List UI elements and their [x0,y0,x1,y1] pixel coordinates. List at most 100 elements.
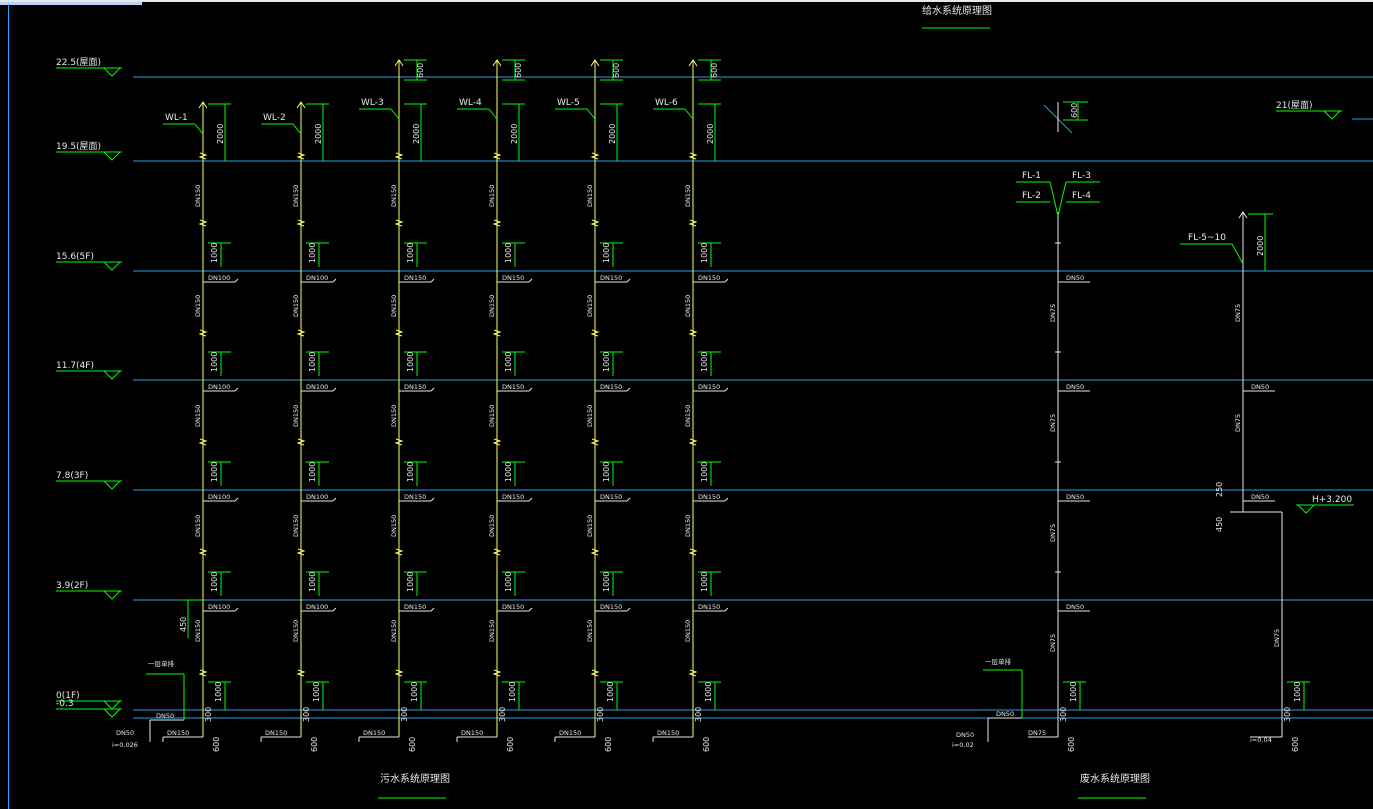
dn-branch-label: DN50 [1066,493,1084,501]
dn-outlet-label: DN150 [461,729,483,737]
height-note: H+3.200 [1312,495,1352,505]
fl-group-label: FL-5~10 [1188,233,1226,243]
level-label: 7.8(3F) [56,471,88,481]
dim-1000: 1000 [700,243,709,263]
dn-riser-label: DN150 [390,405,398,427]
dim-1000: 1000 [602,462,611,482]
zigzag-mark [590,438,600,446]
zigzag-mark [198,669,208,677]
dim-600: 600 [702,737,711,752]
dim-1000: 1000 [602,572,611,592]
dim-600: 600 [1067,737,1076,752]
vent-cap [590,59,600,67]
dim-1000: 1000 [406,243,415,263]
fl-label: FL-1 [1022,171,1041,181]
wl-leader [292,123,302,135]
dn-branch-label: DN150 [404,274,426,282]
vent-cap [1238,211,1248,219]
dn-outlet-label: DN50 [956,731,974,739]
dim-1000: 1000 [508,682,517,702]
dn-outlet-label: DN150 [265,729,287,737]
dim-450: 450 [1215,517,1224,532]
dn-riser-label: DN150 [586,185,594,207]
branch-pipe [234,497,239,502]
dim-1000: 1000 [410,682,419,702]
branch-pipe [724,607,729,612]
branch-pipe [626,278,631,283]
dn-riser-label: DN150 [488,405,496,427]
window-tab [0,2,142,5]
zigzag-mark [296,438,306,446]
vent-cap [296,101,306,109]
dn-branch-label: DN150 [600,383,622,391]
dim-600: 600 [514,63,523,78]
zigzag-mark [198,329,208,337]
dn-riser-label: DN150 [194,295,202,317]
title-water-supply: 给水系统原理图 [922,4,992,17]
dn-branch-label: DN100 [208,383,230,391]
dn-outlet-label: DN50 [116,729,134,737]
dim-1000: 1000 [700,352,709,372]
zigzag-mark [394,548,404,556]
wl-leader [488,108,498,120]
wl-leader [194,123,204,135]
dn-riser-label: DN150 [194,515,202,537]
level-marker [103,67,121,77]
dim-600: 600 [212,737,221,752]
zigzag-mark [296,669,306,677]
dn-outlet-label: DN75 [1028,729,1046,737]
fl-leader [1231,243,1244,265]
dim-2000: 2000 [314,124,323,144]
dn-branch-label: DN100 [208,603,230,611]
zigzag-mark [198,438,208,446]
dn-branch-label: DN150 [502,603,524,611]
zigzag-mark [492,329,502,337]
dim-600: 600 [416,63,425,78]
dn-branch-label: DN100 [306,603,328,611]
dim-2000: 2000 [1256,236,1265,256]
dn-branch-label: DN150 [404,493,426,501]
zigzag-mark [688,438,698,446]
dim-600: 600 [506,737,515,752]
dn-riser-label: DN75 [1234,414,1242,432]
slope-label: i=0.04 [1250,736,1272,744]
dim-1000: 1000 [308,572,317,592]
dn-riser-label: DN75 [1049,304,1057,322]
branch-pipe [626,497,631,502]
branch-pipe [430,278,435,283]
dn-riser-label: DN150 [194,405,202,427]
dim-1000: 1000 [214,682,223,702]
vent-cap [394,59,404,67]
level-marker [103,261,121,271]
fl-leader [1049,181,1067,217]
dn-branch-label: DN150 [698,493,720,501]
branch-pipe [528,387,533,392]
branch-pipe [724,278,729,283]
dn-outlet-label: DN150 [167,729,189,737]
level-marker [103,708,121,718]
dim-1000: 1000 [606,682,615,702]
wl-label: WL-3 [361,98,384,108]
dn-riser-label: DN75 [1049,414,1057,432]
zigzag-mark [590,548,600,556]
dim-450: 450 [179,617,188,632]
zigzag-mark [688,152,698,160]
branch-pipe [528,278,533,283]
dn-branch-label: DN150 [404,603,426,611]
dim-2000: 2000 [510,124,519,144]
title-waste: 废水系统原理图 [1080,772,1150,785]
zigzag-mark [492,152,502,160]
dn-branch-label: DN100 [306,274,328,282]
dim-600: 600 [604,737,613,752]
dim-1000: 1000 [700,462,709,482]
zigzag-mark [590,219,600,227]
dim-1000: 1000 [1069,682,1078,702]
dn-riser-label: DN150 [292,405,300,427]
dn-riser-label: DN150 [488,295,496,317]
zigzag-mark [394,669,404,677]
dn-branch-label: DN150 [600,274,622,282]
branch-pipe [234,607,239,612]
dn-riser-label: DN150 [684,295,692,317]
